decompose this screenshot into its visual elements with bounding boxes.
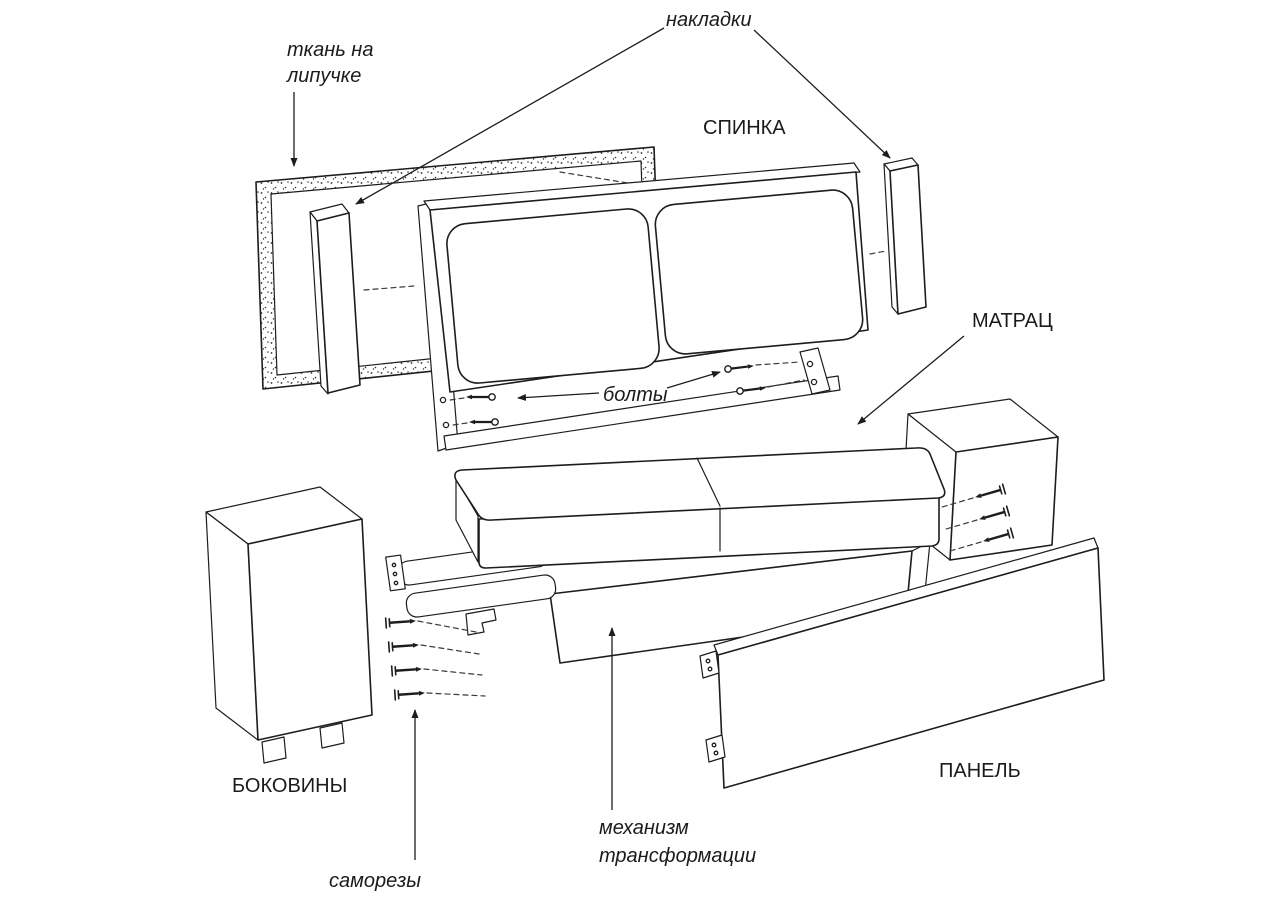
mechanism-hook	[465, 608, 497, 636]
bolt	[464, 392, 497, 402]
label-velcro-line1: ткань на	[287, 39, 373, 61]
labels: накладки ткань на липучке СПИНКА МАТРАЦ …	[232, 9, 1053, 892]
dashed-guide	[420, 644, 480, 655]
bracket-hole	[392, 571, 398, 577]
box-foot	[319, 722, 345, 749]
screws-left-group	[384, 614, 486, 702]
screw	[384, 614, 418, 630]
label-mechanism-line1: механизм	[599, 817, 689, 839]
screws-right-group	[941, 482, 1015, 552]
mechanism-bar	[405, 574, 557, 618]
bolt	[723, 361, 756, 374]
backrest-top-edge	[423, 162, 861, 211]
bracket-hole	[711, 742, 717, 748]
label-front-panel: ПАНЕЛЬ	[939, 760, 1021, 782]
bolt-hole	[439, 396, 447, 404]
dashed-guide	[449, 397, 465, 401]
bracket-hole	[713, 750, 719, 756]
mattress-cushions	[454, 447, 946, 569]
post-front-face	[889, 164, 927, 315]
screw	[390, 662, 424, 678]
leader-arrow-overlays-left	[355, 27, 665, 205]
leader-arrow-mattress	[857, 335, 965, 425]
box-front-face	[949, 436, 1059, 561]
panel-bracket	[705, 734, 726, 763]
bolt	[467, 417, 500, 427]
label-mattress: МАТРАЦ	[972, 310, 1053, 332]
bracket-hole	[705, 658, 711, 664]
label-mechanism-line2: трансформации	[599, 845, 756, 867]
bolt-hole	[442, 421, 450, 429]
label-overlays: накладки	[666, 9, 752, 31]
bracket-hole	[393, 580, 399, 586]
leader-arrows	[290, 27, 965, 860]
backrest	[417, 162, 869, 452]
post-side-face	[309, 211, 329, 395]
dashed-guide	[941, 497, 974, 508]
leader-arrow-overlays-right	[753, 29, 891, 159]
label-backrest: СПИНКА	[703, 117, 786, 139]
post-front-face	[316, 212, 361, 394]
front-panel	[699, 537, 1105, 789]
backrest-frame-right-plank	[799, 347, 831, 395]
panel-bracket	[699, 650, 720, 679]
dashed-connectors	[363, 171, 887, 291]
overlay-post-right	[883, 157, 927, 315]
bolt-hole	[806, 360, 814, 368]
label-screws: саморезы	[329, 870, 421, 892]
backrest-cushion-left	[446, 208, 660, 384]
dashed-guide	[417, 620, 477, 633]
bolts-group	[449, 361, 805, 427]
leader-arrow-bolts-left	[517, 392, 600, 402]
label-bolts: болты	[603, 384, 668, 406]
bolt-hole	[810, 378, 818, 386]
mattress-division-seam	[696, 457, 721, 552]
side-panel-left	[205, 486, 373, 764]
box-foot	[261, 736, 287, 764]
screw	[387, 638, 421, 654]
bracket-hole	[391, 562, 397, 568]
dashed-guide	[559, 171, 635, 185]
dashed-guide	[426, 692, 486, 697]
overlay-post-left	[309, 203, 361, 395]
mattress-top-face	[454, 447, 946, 521]
bracket-hole	[707, 666, 713, 672]
label-side-panels: БОКОВИНЫ	[232, 775, 347, 797]
dashed-guide	[949, 541, 982, 552]
dashed-guide	[945, 519, 978, 530]
screw	[393, 686, 427, 702]
box-front-face	[247, 518, 373, 741]
dashed-guide	[423, 668, 483, 676]
backrest-cushion-right	[654, 189, 864, 355]
dashed-guide	[363, 285, 415, 291]
dashed-guide	[755, 361, 801, 366]
sofa-base	[385, 541, 931, 664]
dashed-guide	[767, 379, 805, 388]
label-velcro-line2: липучке	[286, 65, 361, 87]
dashed-guide	[869, 250, 887, 255]
dashed-guide	[452, 422, 468, 426]
leader-arrow-bolts-right	[666, 370, 721, 389]
